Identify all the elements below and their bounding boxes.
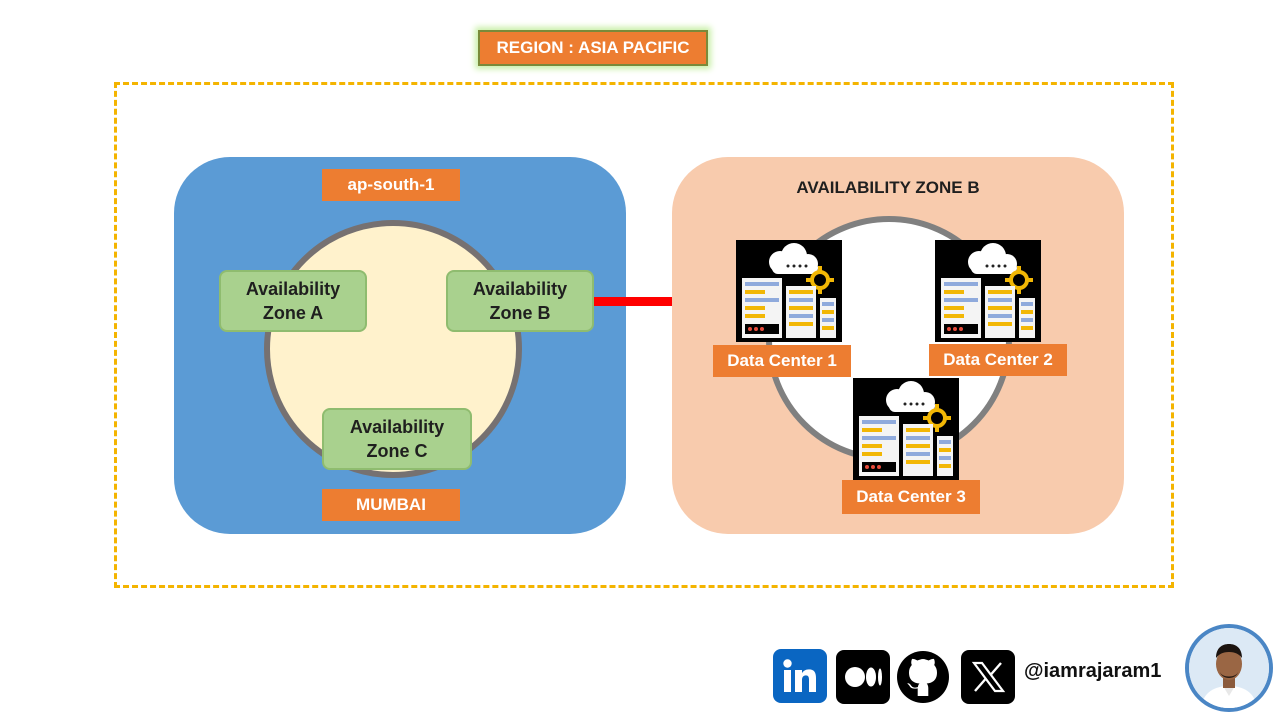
linkedin-icon[interactable] <box>773 649 827 703</box>
az-box-c: Availability Zone C <box>322 408 472 470</box>
server-cloud-icon <box>935 240 1041 342</box>
server-cloud-icon <box>853 378 959 480</box>
region-code-label: ap-south-1 <box>322 169 460 201</box>
server-cloud-icon <box>736 240 842 342</box>
data-center-2-label: Data Center 2 <box>929 344 1067 376</box>
zone-connector-line <box>594 297 674 306</box>
az-a-line1: Availability <box>245 279 341 299</box>
az-b-line2: Zone B <box>489 303 551 323</box>
social-handle: @iamrajaram1 <box>1024 660 1162 682</box>
az-c-line1: Availability <box>349 417 445 437</box>
github-icon[interactable] <box>896 650 950 704</box>
avatar <box>1185 624 1273 712</box>
data-center-1-label: Data Center 1 <box>713 345 851 377</box>
az-a-line2: Zone A <box>262 303 324 323</box>
az-c-line2: Zone C <box>366 441 428 461</box>
az-box-a: Availability Zone A <box>219 270 367 332</box>
zone-panel-title: AVAILABILITY ZONE B <box>796 178 980 197</box>
medium-icon[interactable] <box>836 650 890 704</box>
region-boundary <box>114 82 1174 588</box>
city-label: MUMBAI <box>322 489 460 521</box>
az-box-b: Availability Zone B <box>446 270 594 332</box>
x-icon[interactable] <box>961 650 1015 704</box>
az-b-line1: Availability <box>472 279 568 299</box>
data-center-3-label: Data Center 3 <box>842 480 980 514</box>
region-title: REGION : ASIA PACIFIC <box>478 30 708 66</box>
